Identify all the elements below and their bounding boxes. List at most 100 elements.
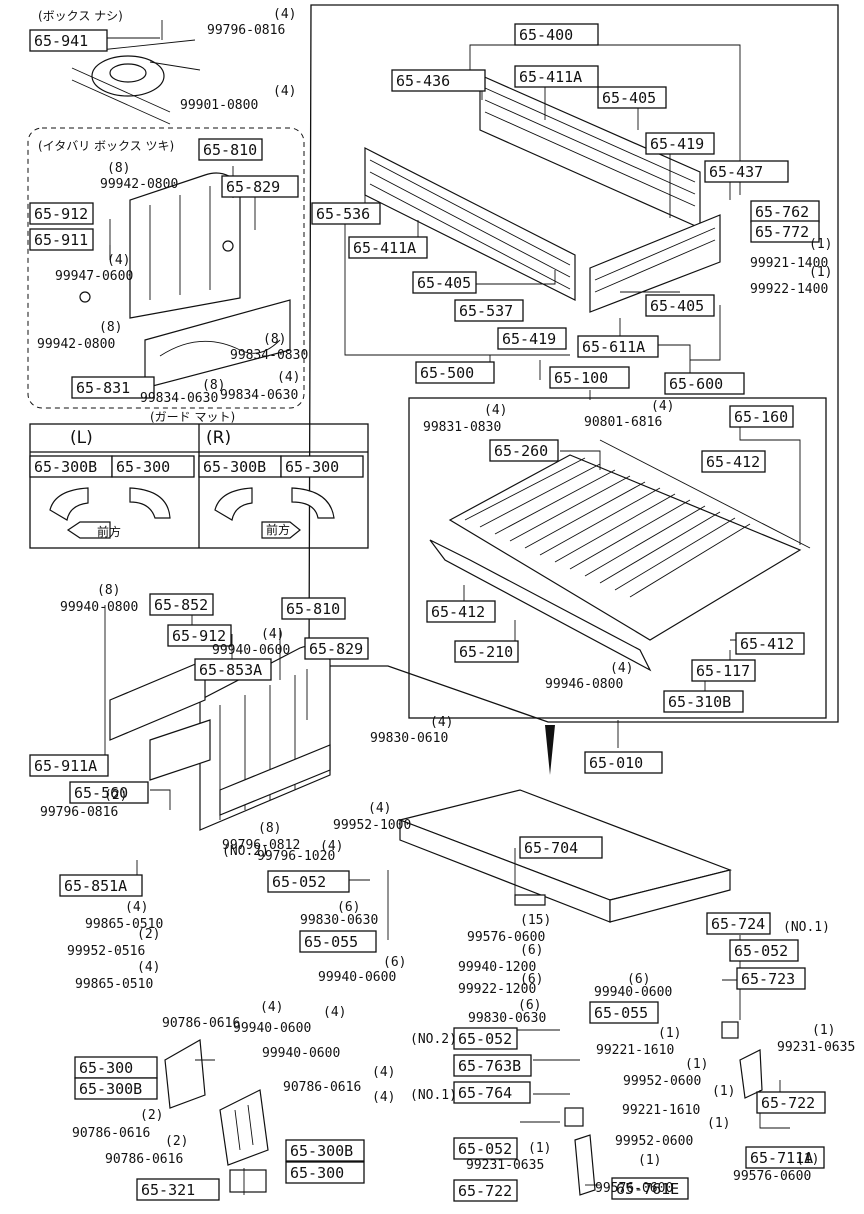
part-number-box: 65-300 <box>280 455 364 478</box>
part-number-label: 65-611A <box>582 338 645 356</box>
fastener-label: 99940-0600 <box>262 1046 340 1061</box>
part-box-border <box>729 939 799 962</box>
part-number-label: 65-853A <box>199 661 262 679</box>
fastener-label: 99231-0635 <box>777 1040 855 1055</box>
part-box-border <box>29 29 108 52</box>
fastener-label: 99921-1400 <box>750 256 828 271</box>
fastener-label: 99901-0800 <box>180 98 258 113</box>
part-box-border <box>577 335 659 358</box>
fastener-label: (6) <box>520 972 543 987</box>
part-number-box: 65-436 <box>391 69 486 92</box>
part-number-box: 65-704 <box>519 836 603 859</box>
part-number-label: 65-300 <box>290 1164 344 1182</box>
part-box-border <box>597 86 667 109</box>
mat-arrow-right-text: 前方 <box>266 522 290 537</box>
part-box-border <box>704 160 789 183</box>
part-number-box: 65-055 <box>299 930 377 953</box>
fastener-label: (4) <box>651 399 674 414</box>
part-box-border <box>735 632 805 655</box>
part-number-label: 65-412 <box>431 603 485 621</box>
arrow-indicator <box>545 725 555 775</box>
fastener-label: 99830-0610 <box>370 731 448 746</box>
part-number-box: 65-711A <box>745 1146 825 1169</box>
part-number-box: 65-761E <box>611 1177 689 1200</box>
part-number-box: 65-412 <box>735 632 805 655</box>
part-number-label: 65-911A <box>34 757 97 775</box>
part-number-label: 65-052 <box>272 873 326 891</box>
part-number-box: 65-762 <box>750 200 820 223</box>
part-box-border <box>71 376 155 399</box>
part-number-label: 65-851A <box>64 877 127 895</box>
part-number-box: 65-010 <box>584 751 663 774</box>
part-number-label: 65-761E <box>616 1180 679 1198</box>
fastener-label: 99940-0600 <box>212 643 290 658</box>
part-box-border <box>663 690 744 713</box>
part-number-box: 65-537 <box>454 299 524 322</box>
fastener-label: 99231-0635 <box>466 1158 544 1173</box>
fastener-label: (1) <box>658 1026 681 1041</box>
fastener-label: (8) <box>258 821 281 836</box>
part-number-box: 65-536 <box>311 202 381 225</box>
fastener-label: (8) <box>107 161 130 176</box>
part-box-border <box>111 455 195 478</box>
fastener-label: 99576-0600 <box>595 1181 673 1196</box>
fastener-label: 90786-0616 <box>283 1080 361 1095</box>
fastener-label: 99940-1200 <box>458 960 536 975</box>
part-box-border <box>584 751 663 774</box>
part-number-label: 65-600 <box>669 375 723 393</box>
part-box-border <box>299 930 377 953</box>
part-number-label: 65-436 <box>396 72 450 90</box>
part-box-border <box>149 593 214 616</box>
part-box-border <box>453 1137 518 1160</box>
fastener-label: (6) <box>627 972 650 987</box>
part-number-label: 65-762 <box>755 203 809 221</box>
part-box-border <box>489 439 559 462</box>
fastener-label: 99834-0630 <box>220 388 298 403</box>
part-box-border <box>729 405 794 428</box>
fastener-label: (6) <box>383 955 406 970</box>
part-number-label: 65-160 <box>734 408 788 426</box>
platform-illustration <box>398 725 732 923</box>
part-number-box: 65-100 <box>549 366 630 389</box>
part-number-label: 65-117 <box>696 662 750 680</box>
part-number-box: 65-300 <box>111 455 195 478</box>
fastener-label: 99865-0510 <box>85 917 163 932</box>
part-number-box: 65-911 <box>29 228 94 251</box>
fastener-label: (1) <box>707 1116 730 1131</box>
fastener-label: 99221-1610 <box>622 1103 700 1118</box>
part-box-border <box>706 912 771 935</box>
part-number-box: 65-260 <box>489 439 559 462</box>
part-number-label: 65-300 <box>116 458 170 476</box>
fastener-label: (4) <box>372 1090 395 1105</box>
part-number-label: 65-100 <box>554 369 608 387</box>
part-box-border <box>454 299 524 322</box>
fastener-label: 99940-0800 <box>60 600 138 615</box>
part-number-box: 65-052 <box>267 870 350 893</box>
fastener-label: 90786-0616 <box>162 1016 240 1031</box>
header-right: (R) <box>206 428 231 448</box>
part-number-box: 65-321 <box>136 1178 220 1201</box>
part-number-label: 65-300 <box>79 1059 133 1077</box>
rear-guard-illustration <box>109 645 331 831</box>
fastener-label: 99952-0600 <box>623 1074 701 1089</box>
part-box-border <box>454 640 519 663</box>
part-box-border <box>549 366 630 389</box>
part-number-label: 65-763B <box>458 1057 521 1075</box>
fastener-label: 90786-0616 <box>72 1126 150 1141</box>
part-box-border <box>311 202 381 225</box>
part-box-border <box>519 836 603 859</box>
part-number-label: 65-537 <box>459 302 513 320</box>
part-box-border <box>391 69 486 92</box>
part-box-border <box>426 600 496 623</box>
part-number-label: 65-405 <box>417 274 471 292</box>
part-number-label: 65-260 <box>494 442 548 460</box>
fastener-label: (4) <box>260 1000 283 1015</box>
part-number-box: 65-310B <box>663 690 744 713</box>
part-number-box: 65-912 <box>167 624 232 647</box>
part-number-label: 65-411A <box>353 239 416 257</box>
part-number-box: 65-300B <box>29 455 113 478</box>
mudflap-illustration <box>164 1039 269 1193</box>
part-number-label: 65-829 <box>309 640 363 658</box>
floor-frame <box>408 397 827 719</box>
part-number-box: 65-412 <box>426 600 496 623</box>
